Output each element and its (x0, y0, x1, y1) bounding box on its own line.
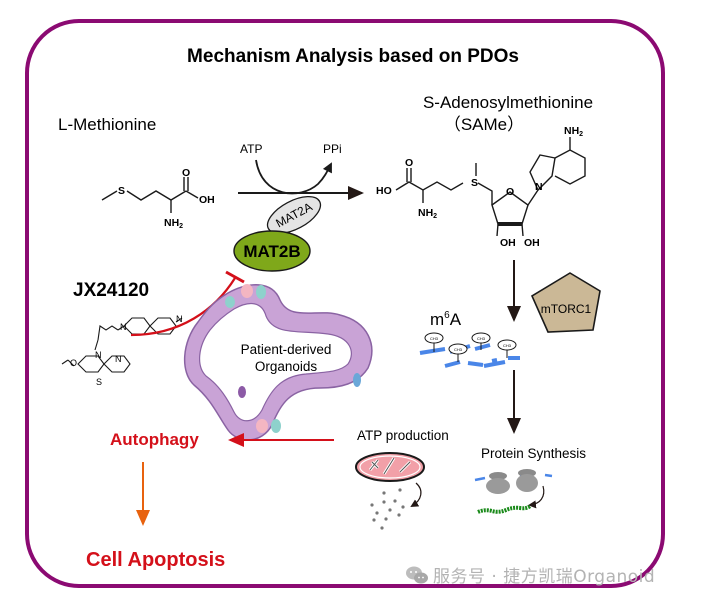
peptide-chain (477, 504, 532, 514)
same-ring-o-atom: O (506, 186, 514, 198)
drug-o-atom: O (70, 358, 77, 368)
watermark-text: 服务号 · 捷方凯瑞Organoid (433, 567, 656, 587)
organoid-illustration: Patient-derived Organoids (183, 284, 373, 441)
atp-production-label: ATP production (357, 428, 449, 443)
atp-particles (370, 488, 405, 530)
same-nh2-atom: NH2 (418, 207, 437, 220)
atp-release-arrow (410, 482, 422, 508)
same-s-atom: S (471, 177, 478, 189)
diagram-frame (25, 19, 665, 588)
same-oh1-atom: OH (500, 237, 516, 249)
methionine-s-atom: S (118, 185, 125, 197)
methionine-nh2-atom: NH2 (164, 217, 183, 230)
same-top-nh2-atom: NH2 (564, 125, 583, 138)
organoid-label-line1: Patient-derived (241, 342, 332, 357)
wechat-icon (406, 566, 428, 584)
methyl-tag: CH3 (477, 336, 486, 341)
atp-cofactor-label: ATP (240, 142, 262, 156)
ppi-cofactor-label: PPi (323, 142, 342, 156)
same-o-atom: O (405, 157, 413, 169)
same-oh2-atom: OH (524, 237, 540, 249)
methylated-rna: CH3 CH3 CH3 CH3 (419, 332, 520, 368)
methyl-tag: CH3 (430, 336, 439, 341)
translation-arrow (528, 485, 545, 509)
autophagy-label: Autophagy (110, 430, 199, 449)
m6a-label: m6A (430, 310, 462, 329)
mtorc1-label: mTORC1 (541, 302, 592, 316)
drug-n-atom: N (176, 314, 183, 324)
l-methionine-structure (101, 177, 199, 213)
drug-n-atom: N (120, 322, 127, 332)
methionine-o-atom: O (182, 167, 190, 179)
watermark: 服务号 · 捷方凯瑞Organoid (405, 562, 655, 587)
apoptosis-label: Cell Apoptosis (86, 549, 225, 571)
diagram-title: Mechanism Analysis based on PDOs (187, 46, 519, 67)
drug-n-atom: N (115, 354, 122, 364)
inhibition-arc (130, 277, 236, 337)
mtorc1-complex: mTORC1 (530, 272, 601, 333)
mat2b-label: MAT2B (243, 242, 300, 261)
drug-n-atom: N (95, 350, 102, 360)
protein-synthesis-label: Protein Synthesis (481, 446, 586, 461)
organoid-label-line2: Organoids (255, 359, 318, 374)
methionine-oh-atom: OH (199, 194, 215, 206)
same-name-label: S-Adenosylmethionine (423, 93, 593, 112)
l-methionine-label: L-Methionine (58, 115, 156, 134)
inhibition-bar (225, 270, 245, 284)
cofactor-curve-arrow (255, 159, 332, 195)
same-structure (395, 137, 586, 237)
drug-name-label: JX24120 (73, 280, 149, 301)
mat2b-enzyme: MAT2B (233, 230, 311, 272)
same-abbrev-label: （SAMe） (444, 115, 524, 134)
ribosome-icon (474, 469, 553, 494)
drug-s-atom: S (96, 377, 102, 387)
same-ho-atom: HO (376, 185, 392, 197)
methyl-tag: CH3 (454, 347, 463, 352)
methyl-tag: CH3 (503, 343, 512, 348)
same-n-atom: N (535, 181, 543, 193)
mitochondrion-icon (355, 452, 425, 482)
